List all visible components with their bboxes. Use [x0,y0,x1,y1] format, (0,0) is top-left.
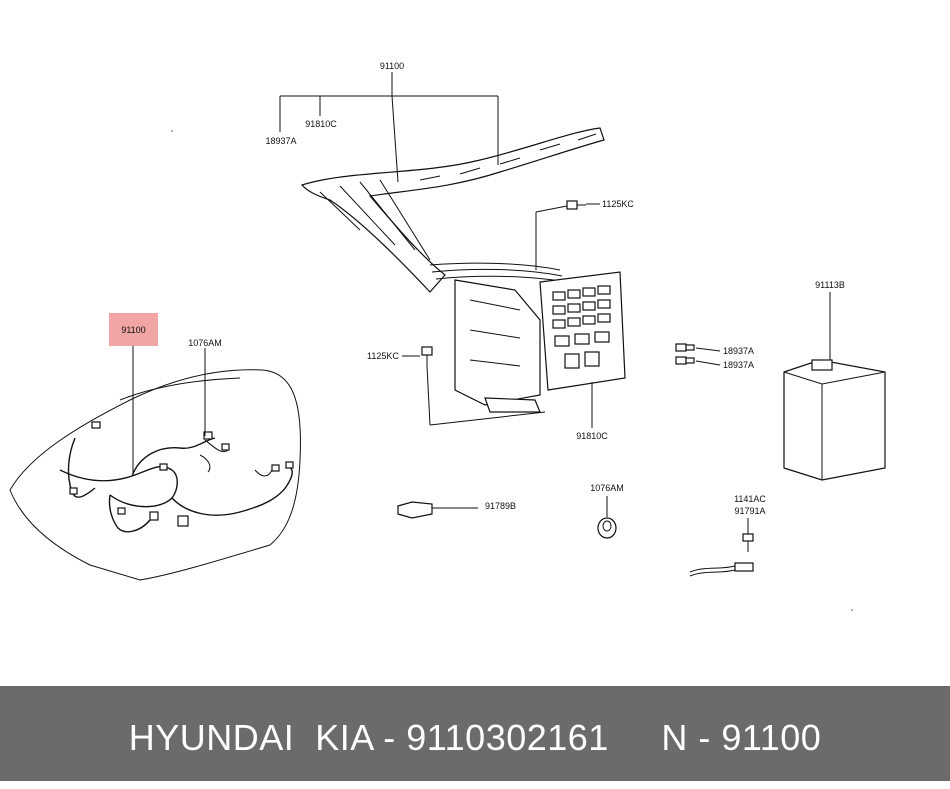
label-1141ac: 1141AC [734,494,766,504]
label-18937a-fuse-1: 18937A [723,346,754,356]
label-91810c-top: 91810C [305,119,337,129]
label-1125kc-right: 1125KC [602,199,634,209]
label-91791a: 91791A [734,506,765,516]
fuse-slots [552,285,611,369]
callout-labels: 91100 91810C 18937A 1125KC 91113B 1076AM… [188,61,845,516]
footer-part-number: HYUNDAI KIA - 9110302161 N - 91100 [128,717,822,758]
highlight-box [109,313,158,346]
vehicle-harness-illustration [9,346,301,581]
label-91810c-bottom: 91810C [576,431,608,441]
junction-box-assembly [279,72,626,428]
highlight-label-91100: 91100 [121,325,146,335]
grommet-1076am [597,496,617,539]
label-91113b: 91113B [815,280,845,290]
ground-cable-assembly [689,518,754,577]
parts-diagram: 91100 91810C 18937A 1125KC 91113B 1076AM… [9,61,886,611]
plug-91789b [397,501,478,519]
label-91789b: 91789B [485,501,516,511]
relay-91113b [783,292,886,481]
label-1125kc-left: 1125KC [367,351,399,361]
label-1076am-car: 1076AM [188,338,222,348]
label-1076am-grommet: 1076AM [590,483,624,493]
label-18937a-top: 18937A [265,136,296,146]
label-18937a-fuse-2: 18937A [723,360,754,370]
fuse-parts [675,343,721,366]
footer-bar: HYUNDAI KIA - 9110302161 N - 91100 [0,686,950,781]
label-harness-top: 91100 [380,61,404,71]
